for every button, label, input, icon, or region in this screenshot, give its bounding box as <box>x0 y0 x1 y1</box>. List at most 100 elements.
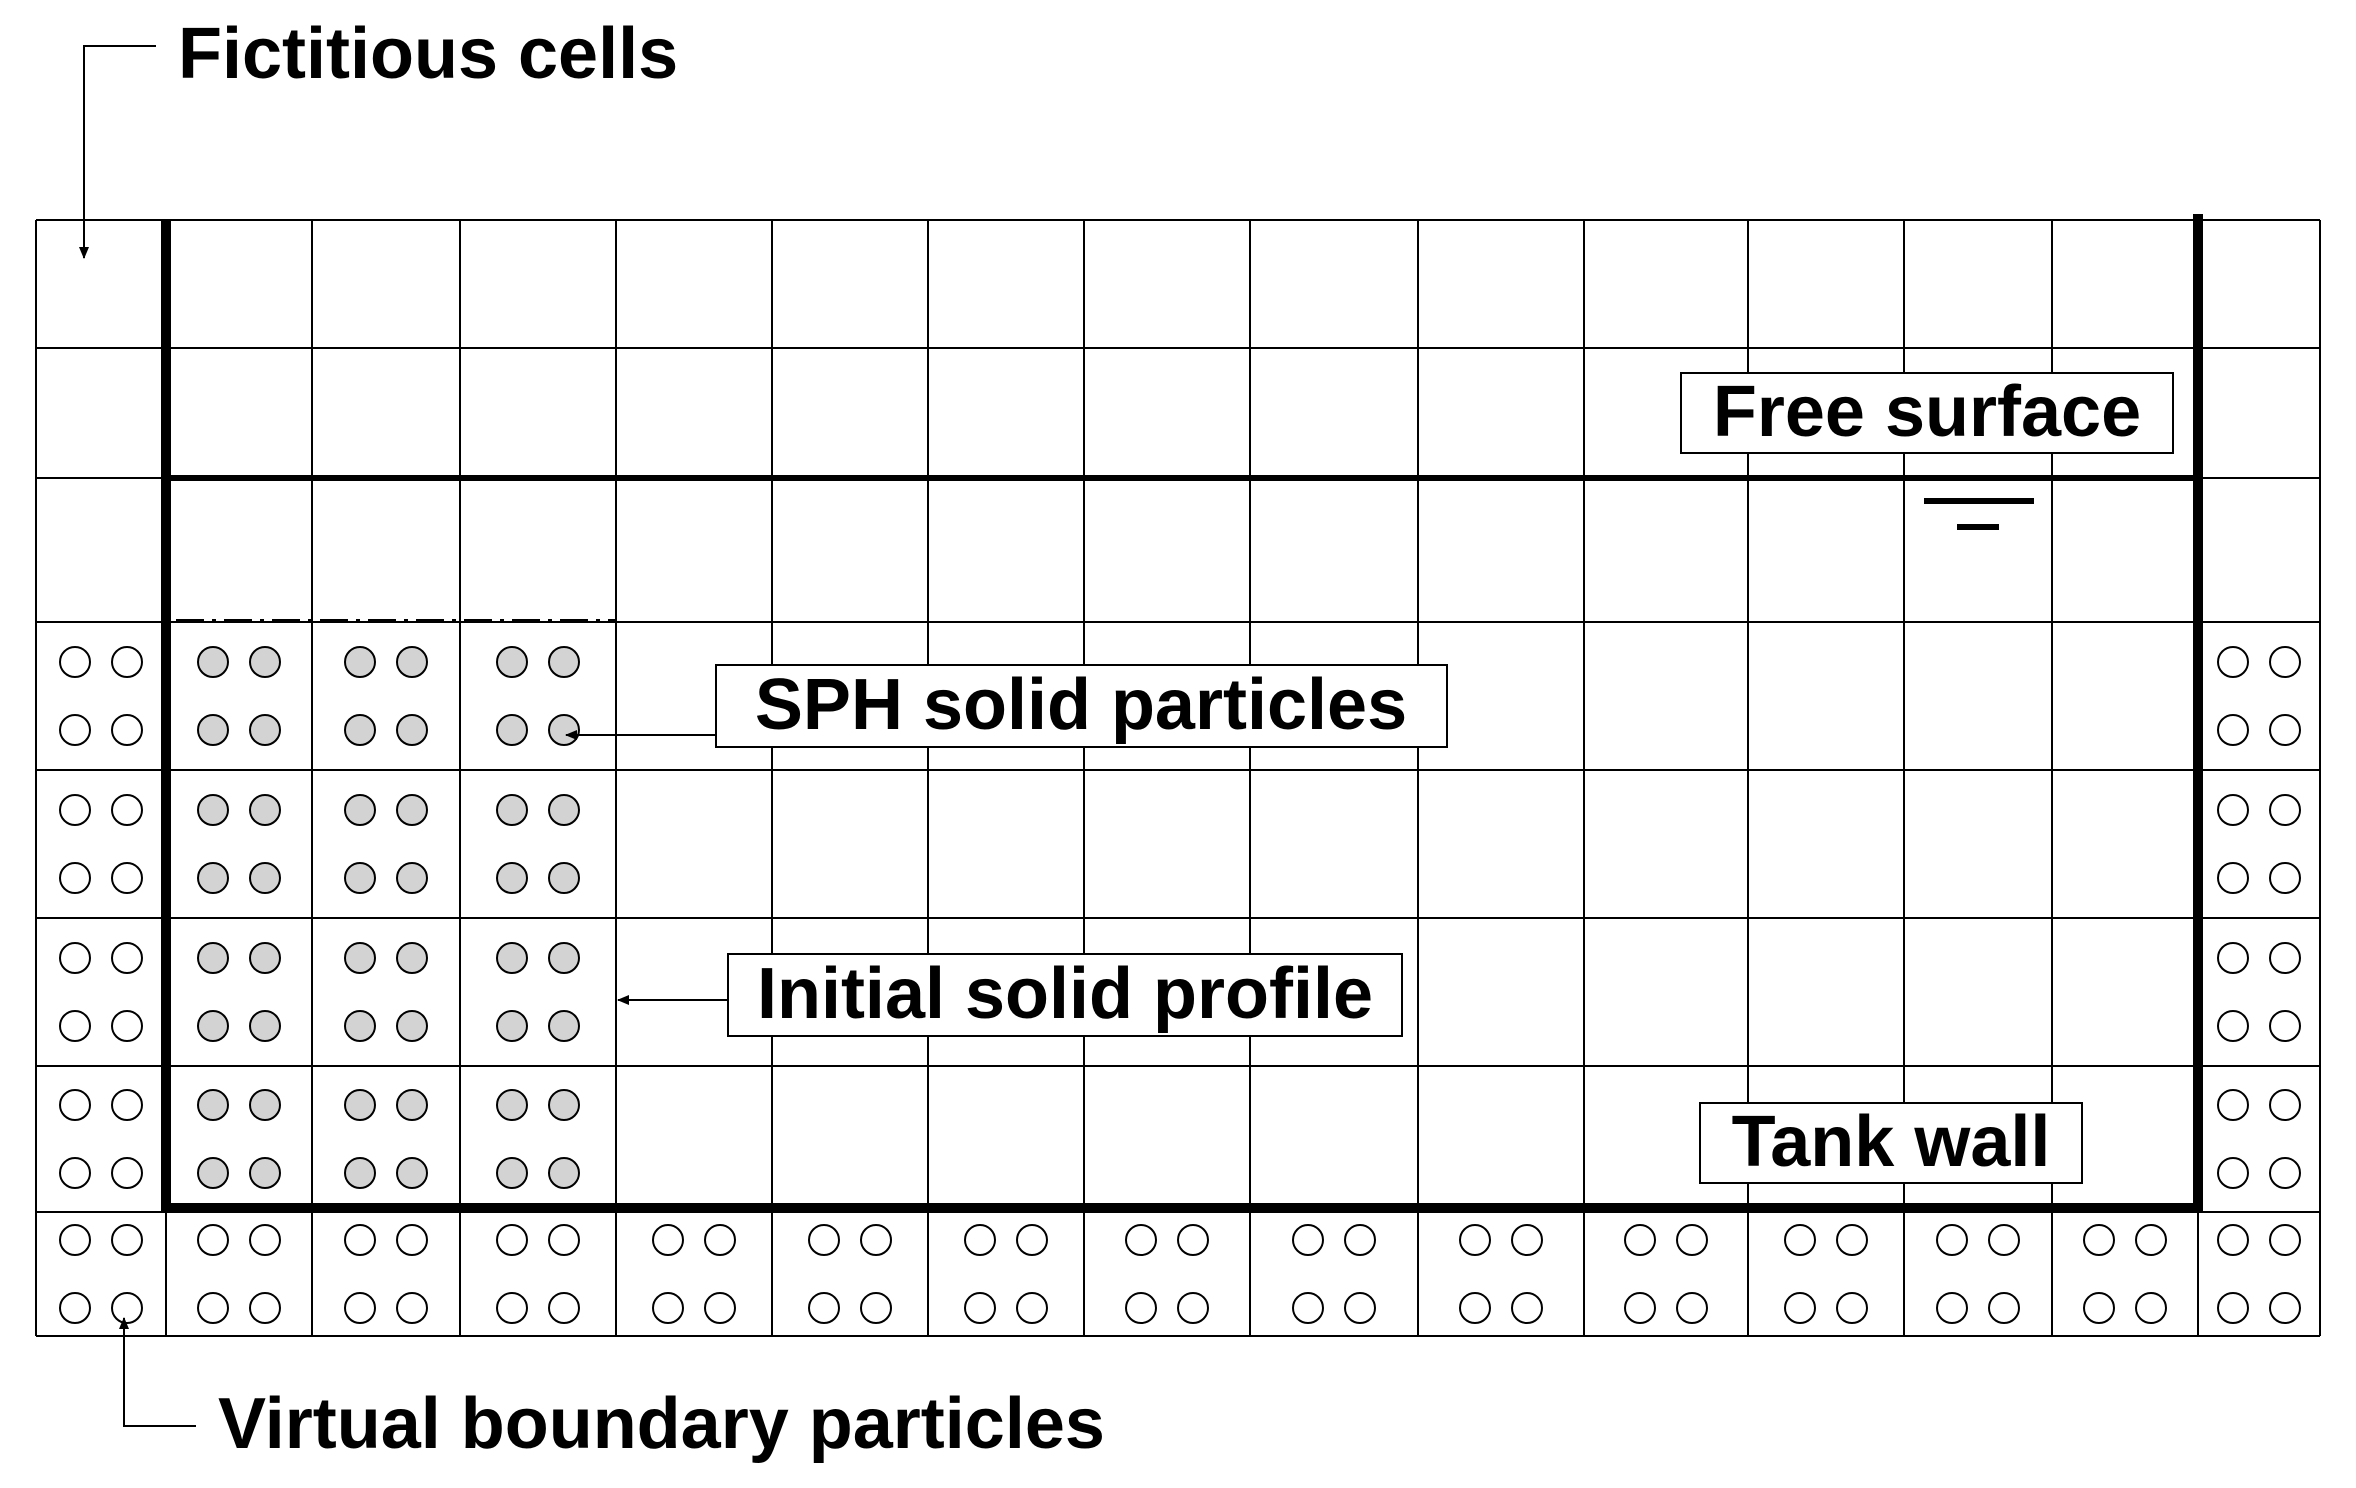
sph-solid-particle <box>197 1157 229 1189</box>
sph-solid-particle <box>496 1089 528 1121</box>
virtual-boundary-particle <box>111 1010 143 1042</box>
virtual-boundary-particle <box>59 1089 91 1121</box>
sph-solid-particle <box>249 646 281 678</box>
fictitious-cells-annotation: Fictitious cells <box>79 14 678 259</box>
tank-wall-label: Tank wall <box>1732 1102 2051 1182</box>
virtual-boundary-particle <box>111 1089 143 1121</box>
sph-solid-particle <box>496 862 528 894</box>
sph-solid-particle <box>548 1089 580 1121</box>
virtual-boundary-particle <box>2269 942 2301 974</box>
virtual-boundary-particle <box>1836 1224 1868 1256</box>
virtual-boundary-particle <box>964 1292 996 1324</box>
sph-solid-particle <box>548 794 580 826</box>
virtual-boundary-particle <box>59 1292 91 1324</box>
sph-solid-particle <box>396 1157 428 1189</box>
sph-solid-particle <box>548 714 580 746</box>
sph-solid-particle <box>496 942 528 974</box>
virtual-boundary-particle <box>652 1224 684 1256</box>
virtual-boundary-particle <box>496 1292 528 1324</box>
initial-solid-profile-label: Initial solid profile <box>757 954 1373 1034</box>
virtual-boundary-particle <box>2217 646 2249 678</box>
virtual-boundary-particle <box>1784 1292 1816 1324</box>
virtual-boundary-particle <box>652 1292 684 1324</box>
sph-solid-particle <box>548 1157 580 1189</box>
virtual-boundary-particle <box>2269 1089 2301 1121</box>
sph-solid-particle <box>396 1089 428 1121</box>
virtual-boundary-particle <box>1511 1292 1543 1324</box>
sph-solid-particle <box>249 714 281 746</box>
virtual-boundary-particle <box>396 1292 428 1324</box>
virtual-boundary-particle <box>2269 1157 2301 1189</box>
sph-solid-particle <box>496 1010 528 1042</box>
sph-solid-particle <box>249 942 281 974</box>
virtual-boundary-particle <box>111 1224 143 1256</box>
sph-solid-particle <box>344 1010 376 1042</box>
sph-solid-particle <box>396 862 428 894</box>
virtual-boundary-particle <box>59 714 91 746</box>
sph-solid-particle <box>249 1157 281 1189</box>
free-surface-annotation: Free surface <box>1680 372 2174 454</box>
sph-solid-particle <box>249 794 281 826</box>
virtual-boundary-particle <box>59 1010 91 1042</box>
sph-solid-particles-annotation: SPH solid particles <box>565 664 1448 748</box>
virtual-boundary-particle <box>197 1292 229 1324</box>
virtual-boundary-particle <box>860 1224 892 1256</box>
virtual-boundary-particle <box>59 942 91 974</box>
virtual-boundary-particle <box>860 1292 892 1324</box>
virtual-boundary-particle <box>1624 1224 1656 1256</box>
sph-solid-particle <box>249 1089 281 1121</box>
virtual-boundary-particles-label: Virtual boundary particles <box>218 1384 1105 1464</box>
sph-solid-particle <box>197 1089 229 1121</box>
sph-solid-particle <box>197 646 229 678</box>
virtual-boundary-particle <box>1177 1224 1209 1256</box>
virtual-boundary-particle <box>111 942 143 974</box>
virtual-boundary-particle <box>2269 714 2301 746</box>
virtual-boundary-particle <box>1125 1224 1157 1256</box>
virtual-boundary-particle <box>1459 1224 1491 1256</box>
virtual-boundary-particle <box>1936 1224 1968 1256</box>
virtual-boundary-particle <box>2269 1292 2301 1324</box>
virtual-boundary-particle <box>964 1224 996 1256</box>
virtual-boundary-particle <box>2135 1292 2167 1324</box>
sph-solid-particle <box>548 862 580 894</box>
virtual-boundary-particle <box>2135 1224 2167 1256</box>
virtual-boundary-particle <box>2217 1292 2249 1324</box>
sph-solid-particle <box>344 942 376 974</box>
free-surface <box>166 475 2198 530</box>
virtual-boundary-particle <box>1511 1224 1543 1256</box>
virtual-boundary-particle <box>2217 1224 2249 1256</box>
virtual-boundary-particle <box>704 1292 736 1324</box>
particle-layer <box>59 646 2301 1324</box>
sph-solid-particle <box>396 646 428 678</box>
fictitious-cells-label: Fictitious cells <box>178 14 678 94</box>
virtual-boundary-particle <box>2217 942 2249 974</box>
sph-solid-particle <box>396 942 428 974</box>
sph-solid-particle <box>396 1010 428 1042</box>
virtual-boundary-particle <box>1936 1292 1968 1324</box>
virtual-boundary-particle <box>1988 1224 2020 1256</box>
sph-solid-particle <box>396 794 428 826</box>
virtual-boundary-particle <box>1676 1292 1708 1324</box>
virtual-boundary-particle <box>1459 1292 1491 1324</box>
virtual-boundary-particles-annotation: Virtual boundary particles <box>119 1317 1105 1464</box>
virtual-boundary-particle <box>249 1292 281 1324</box>
virtual-boundary-particle <box>2269 794 2301 826</box>
initial-solid-profile-outline <box>176 619 617 1208</box>
tank-wall-annotation: Tank wall <box>1699 1102 2083 1184</box>
virtual-boundary-particle <box>2217 1157 2249 1189</box>
virtual-boundary-particle <box>2217 862 2249 894</box>
free-surface-label: Free surface <box>1713 372 2141 452</box>
sph-solid-particle <box>548 942 580 974</box>
virtual-boundary-particle <box>1016 1292 1048 1324</box>
virtual-boundary-particle <box>496 1224 528 1256</box>
virtual-boundary-particle <box>704 1224 736 1256</box>
virtual-boundary-particle <box>2269 862 2301 894</box>
virtual-boundary-particle <box>111 1292 143 1324</box>
sph-solid-particle <box>344 1089 376 1121</box>
sph-solid-particle <box>496 1157 528 1189</box>
virtual-boundary-particle <box>1016 1224 1048 1256</box>
sph-solid-particle <box>249 862 281 894</box>
virtual-boundary-particle <box>2217 1010 2249 1042</box>
virtual-boundary-particle <box>1988 1292 2020 1324</box>
initial-solid-profile-annotation: Initial solid profile <box>617 953 1403 1037</box>
